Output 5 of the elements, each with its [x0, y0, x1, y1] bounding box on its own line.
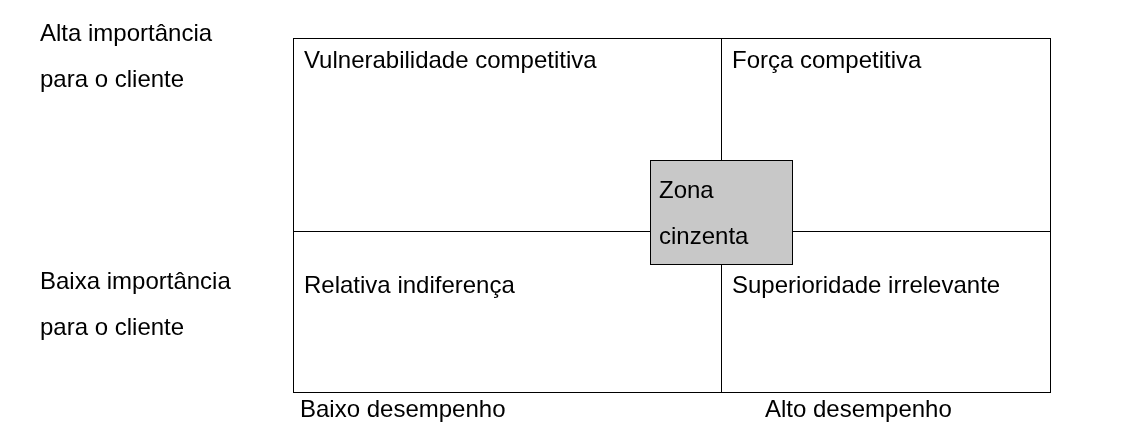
- axis-label: Alta importância para o cliente: [40, 18, 214, 94]
- axis-label: Baixa importância para o cliente: [40, 266, 232, 342]
- axis-label: Alto desempenho: [765, 394, 953, 424]
- axis-label: Baixo desempenho: [300, 394, 507, 424]
- center-box: Zona cinzenta: [650, 160, 793, 265]
